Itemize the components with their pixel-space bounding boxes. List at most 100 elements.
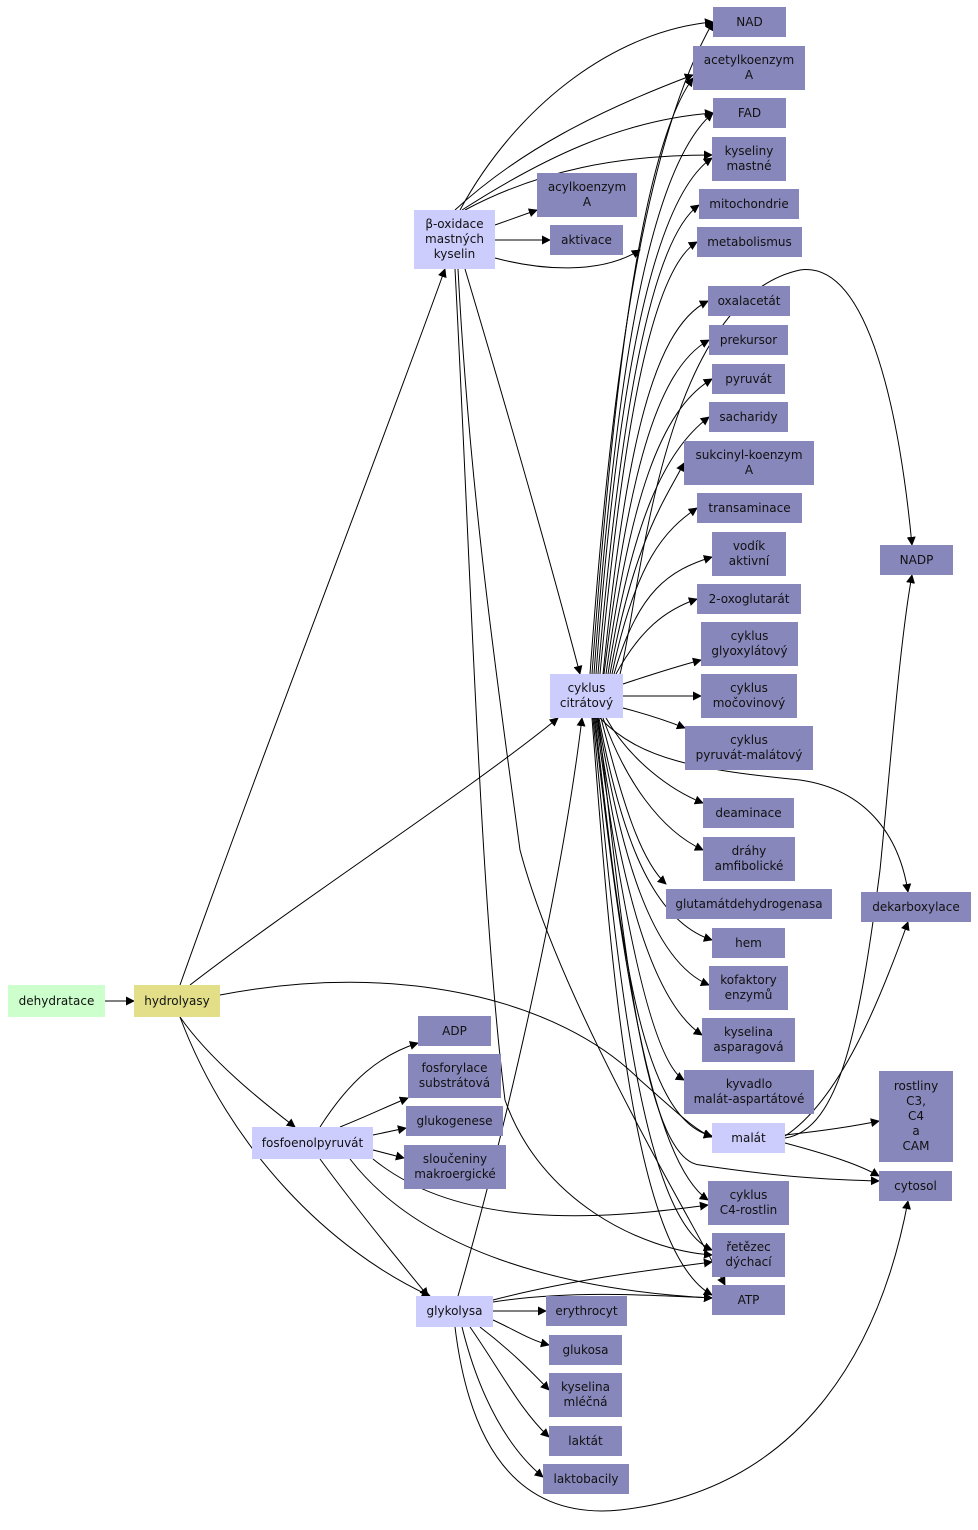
- edge-arrow: [319, 1041, 419, 1128]
- node-vodik-aktivni[interactable]: vodík aktivní: [712, 532, 786, 576]
- node-fad[interactable]: FAD: [713, 98, 786, 128]
- edge-arrow: [784, 574, 915, 1139]
- node-glutamatdehydrogenasa[interactable]: glutamátdehydrogenasa: [666, 889, 832, 919]
- edge-arrow: [784, 1118, 880, 1136]
- edge-arrow: [457, 268, 726, 1286]
- edge-arrow: [622, 657, 702, 685]
- edge-arrow: [319, 1158, 429, 1297]
- node-pyruvat[interactable]: pyruvát: [712, 364, 785, 394]
- node-kyvadlo[interactable]: kyvadlo malát-aspartátové: [684, 1070, 814, 1114]
- edge-arrow: [598, 717, 713, 942]
- edge-arrow: [613, 555, 713, 675]
- edge-arrow: [599, 241, 698, 675]
- edge-arrow: [459, 18, 714, 211]
- edge-arrow: [464, 150, 713, 211]
- edge-arrow: [469, 1326, 550, 1438]
- edge-arrow: [589, 21, 714, 675]
- edge-arrow: [599, 717, 912, 893]
- node-kyselina-mlecna[interactable]: kyselina mléčná: [549, 1373, 622, 1417]
- edge-arrow: [603, 339, 710, 675]
- edge-arrow: [457, 717, 586, 1297]
- node-nadp[interactable]: NADP: [880, 545, 953, 575]
- node-cyklus-pyruvat-malatovy[interactable]: cyklus pyruvát-malátový: [685, 726, 813, 770]
- node-fosfoenolpyruvat[interactable]: fosfoenolpyruvát: [252, 1127, 373, 1159]
- node-sacharidy[interactable]: sacharidy: [709, 402, 788, 432]
- node-glukosa[interactable]: glukosa: [549, 1335, 622, 1365]
- node-hem[interactable]: hem: [712, 928, 785, 958]
- node-retezec-dychaci[interactable]: řetězec dýchací: [712, 1233, 785, 1277]
- node-dehydratace[interactable]: dehydratace: [8, 985, 105, 1017]
- node-kofaktory-enzymu[interactable]: kofaktory enzymů: [709, 966, 788, 1010]
- edge-arrow: [349, 1158, 713, 1303]
- node-drahy-amfibolicke[interactable]: dráhy amfibolické: [703, 837, 795, 881]
- edge-arrow: [594, 717, 713, 1139]
- edge-arrow: [611, 507, 698, 675]
- edge-arrow: [494, 249, 641, 269]
- node-dekarboxylace[interactable]: dekarboxylace: [861, 892, 971, 922]
- node-cyklus-c4-rostlin[interactable]: cyklus C4-rostlin: [708, 1181, 789, 1225]
- node-erythrocyt[interactable]: erythrocyt: [546, 1296, 627, 1326]
- node-adp[interactable]: ADP: [418, 1016, 491, 1046]
- edge-arrow: [372, 1149, 405, 1161]
- edge-arrow: [219, 981, 713, 1139]
- node-acylkoenzym-a[interactable]: acylkoenzym A: [537, 173, 637, 217]
- node-laktobacily[interactable]: laktobacily: [543, 1464, 629, 1494]
- node-cyklus-citratovy[interactable]: cyklus citrátový: [550, 674, 623, 718]
- edge-arrow: [597, 717, 880, 1186]
- node-prekursor[interactable]: prekursor: [709, 325, 788, 355]
- node-metabolismus[interactable]: metabolismus: [697, 227, 802, 257]
- edge-arrow: [615, 597, 698, 675]
- node-malat[interactable]: malát: [712, 1123, 785, 1153]
- edge-arrow: [592, 717, 713, 1252]
- node-atp[interactable]: ATP: [712, 1285, 785, 1315]
- edge-arrow: [622, 707, 686, 730]
- edge-arrow: [492, 1258, 713, 1301]
- node-2-oxoglutarat[interactable]: 2-oxoglutarát: [697, 584, 801, 614]
- edge-arrow: [591, 717, 713, 1296]
- edge-arrow: [464, 268, 583, 675]
- edge-arrow: [179, 268, 447, 986]
- node-acetylkoenzym-a[interactable]: acetylkoenzym A: [693, 46, 805, 90]
- edge-arrow: [602, 717, 704, 851]
- node-nad[interactable]: NAD: [713, 7, 786, 37]
- edge-arrow: [602, 300, 709, 675]
- node-kyselina-asparagova[interactable]: kyselina asparagová: [702, 1018, 795, 1062]
- edge-arrow: [596, 717, 703, 1036]
- edge-arrow: [607, 416, 710, 675]
- node-deaminace[interactable]: deaminace: [703, 798, 794, 828]
- node-beta-oxidace[interactable]: β-oxidace mastných kyselin: [414, 210, 495, 269]
- edge-arrow: [595, 157, 713, 675]
- edge-arrow: [784, 1142, 880, 1177]
- node-mitochondrie[interactable]: mitochondrie: [699, 189, 799, 219]
- edge-arrow: [593, 112, 714, 675]
- node-cytosol[interactable]: cytosol: [879, 1171, 952, 1201]
- node-oxalacetat[interactable]: oxalacetát: [708, 286, 790, 316]
- node-cyklus-glyoxylatovy[interactable]: cyklus glyoxylátový: [701, 622, 798, 666]
- node-cyklus-mocovinovy[interactable]: cyklus močovinový: [701, 674, 797, 718]
- edge-arrow: [461, 1326, 544, 1478]
- edge-arrow: [189, 717, 559, 986]
- node-laktat[interactable]: laktát: [549, 1426, 622, 1456]
- node-fosforylace-substratova[interactable]: fosforylace substrátová: [408, 1054, 501, 1098]
- edge-arrow: [454, 1200, 911, 1512]
- node-sukcinyl-koenzym-a[interactable]: sukcinyl-koenzym A: [684, 441, 814, 485]
- node-aktivace[interactable]: aktivace: [550, 225, 623, 255]
- edge-arrow: [609, 462, 685, 675]
- node-glykolysa[interactable]: glykolysa: [416, 1296, 493, 1327]
- edge-arrow: [179, 1016, 296, 1128]
- node-glukogenese[interactable]: glukogenese: [406, 1106, 503, 1136]
- edge-arrow: [339, 1096, 409, 1128]
- edge-arrow: [454, 268, 713, 1259]
- edge-arrow: [605, 378, 713, 675]
- node-slouceniny-makroergicke[interactable]: sloučeniny makroergické: [404, 1145, 506, 1189]
- edge-arrow: [492, 1319, 550, 1348]
- edge-arrow: [179, 1016, 431, 1297]
- node-rostliny[interactable]: rostliny C3, C4 a CAM: [879, 1071, 953, 1162]
- node-kyseliny-mastne[interactable]: kyseliny mastné: [712, 137, 786, 181]
- edge-arrow: [454, 73, 694, 211]
- edge-arrow: [600, 717, 667, 885]
- node-hydrolyasy[interactable]: hydrolyasy: [134, 985, 220, 1017]
- edge-arrow: [494, 208, 538, 226]
- node-transaminace[interactable]: transaminace: [697, 493, 802, 523]
